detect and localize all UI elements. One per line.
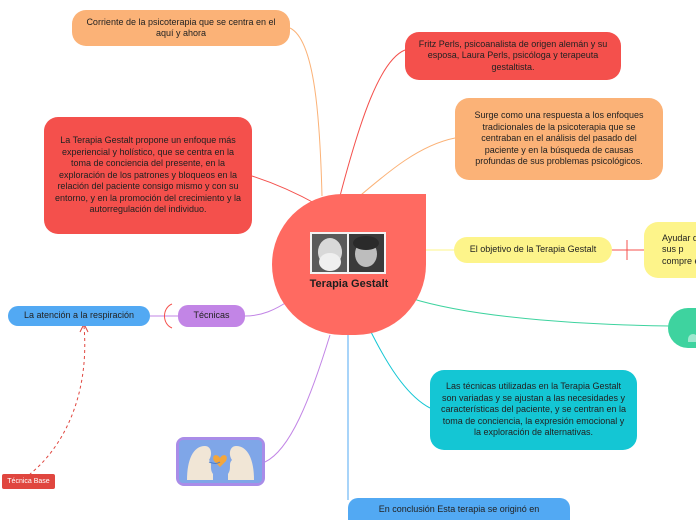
- node-green-cut[interactable]: [668, 308, 696, 348]
- node-objective[interactable]: El objetivo de la Terapia Gestalt: [454, 237, 612, 263]
- link-techniques-detail: [369, 329, 431, 409]
- link-origin: [354, 137, 456, 201]
- base-technique-tag[interactable]: Técnica Base: [2, 474, 55, 489]
- link-objective-detail: [612, 240, 644, 260]
- node-green-icon: [688, 334, 696, 342]
- node-techniques-detail[interactable]: Las técnicas utilizadas en la Terapia Ge…: [430, 370, 637, 450]
- base-technique-tag-text: Técnica Base: [7, 478, 50, 485]
- node-conclusion-text: En conclusión Esta terapia se originó en: [378, 504, 540, 514]
- node-founders[interactable]: Fritz Perls, psicoanalista de origen ale…: [405, 32, 621, 80]
- link-breathing-bracket: [164, 303, 173, 329]
- central-topic-title: Terapia Gestalt: [309, 278, 389, 290]
- node-conclusion[interactable]: En conclusión Esta terapia se originó en: [348, 498, 570, 520]
- link-definition: [289, 27, 323, 197]
- node-objective-text: El objetivo de la Terapia Gestalt: [469, 244, 597, 255]
- node-breathing-text: La atención a la respiración: [23, 310, 135, 321]
- node-objective-detail-text: Ayudar de sus p compre e: [662, 232, 696, 266]
- link-base-dashed: [29, 325, 86, 475]
- node-origin-text: Surge como una respuesta a los enfoques …: [474, 110, 644, 167]
- node-techniques-text: Técnicas: [193, 310, 230, 321]
- node-objective-detail[interactable]: Ayudar de sus p compre e: [644, 222, 696, 278]
- central-topic[interactable]: Terapia Gestalt: [272, 194, 426, 335]
- link-image: [264, 334, 331, 463]
- founders-photo: [310, 232, 386, 274]
- node-techniques[interactable]: Técnicas: [178, 305, 245, 327]
- link-founders: [339, 49, 406, 197]
- two-faces-heart-illustration: [179, 440, 262, 483]
- node-founders-text: Fritz Perls, psicoanalista de origen ale…: [418, 38, 608, 72]
- node-definition[interactable]: Corriente de la psicoterapia que se cent…: [72, 10, 290, 46]
- node-proposal-text: La Terapia Gestalt propone un enfoque má…: [54, 135, 242, 215]
- node-proposal[interactable]: La Terapia Gestalt propone un enfoque má…: [44, 117, 252, 234]
- node-image[interactable]: [176, 437, 265, 486]
- node-origin[interactable]: Surge como una respuesta a los enfoques …: [455, 98, 663, 180]
- node-techniques-detail-text: Las técnicas utilizadas en la Terapia Ge…: [440, 381, 627, 438]
- link-green: [409, 297, 671, 327]
- node-definition-text: Corriente de la psicoterapia que se cent…: [86, 16, 276, 39]
- link-proposal: [251, 175, 319, 206]
- node-breathing[interactable]: La atención a la respiración: [8, 306, 150, 326]
